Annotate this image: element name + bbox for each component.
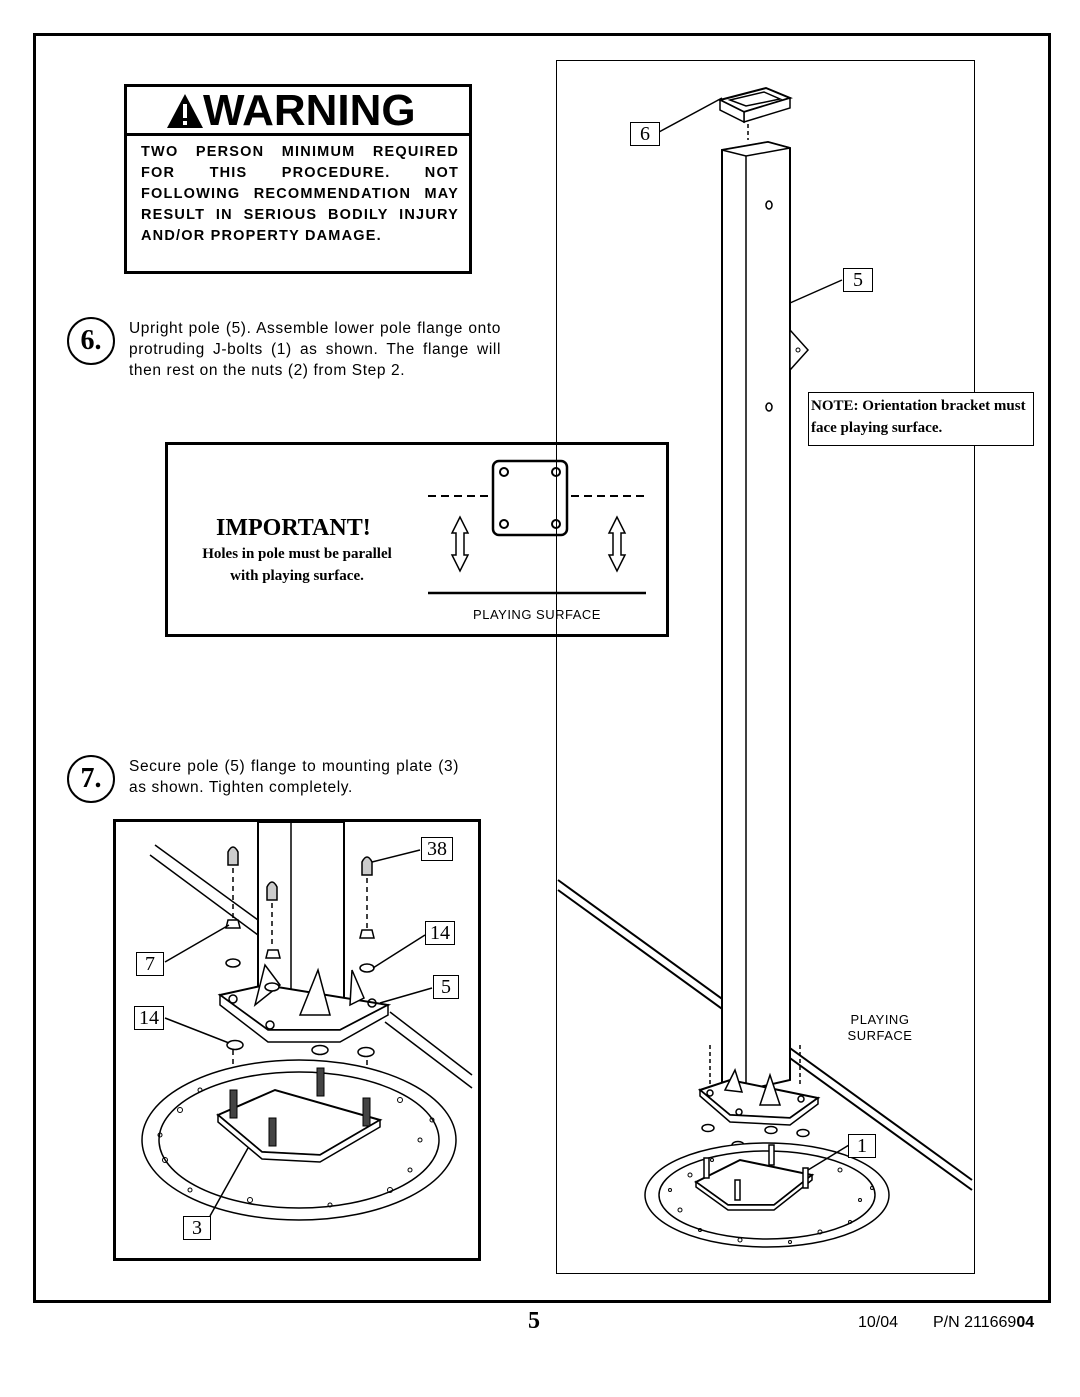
right-figure-box (556, 60, 975, 1274)
orientation-note: NOTE: Orientation bracket must face play… (808, 392, 1034, 446)
orientation-diagram (428, 459, 646, 595)
callout-5: 5 (843, 268, 873, 292)
important-box: IMPORTANT! Holes in pole must be paralle… (165, 442, 669, 637)
important-surface-label: PLAYING SURFACE (473, 607, 601, 622)
important-line-1: Holes in pole must be parallel (202, 546, 392, 562)
page-frame (33, 33, 1051, 1303)
callout-7: 7 (136, 952, 164, 976)
step-7-text: Secure pole (5) flange to mounting plate… (129, 758, 459, 796)
callout-6: 6 (630, 122, 660, 146)
page-number: 5 (528, 1308, 540, 1334)
part-number-prefix: P/N 211669 (933, 1314, 1017, 1331)
part-number-suffix: 04 (1016, 1314, 1035, 1331)
callout-14-upper: 14 (425, 921, 455, 945)
footer-date: 10/04 (858, 1314, 899, 1331)
important-title: IMPORTANT! (216, 515, 371, 541)
warning-triangle-icon (167, 94, 203, 128)
footer-part-number: P/N 21166904 (933, 1314, 1034, 1332)
warning-text: TWO PERSON MINIMUM REQUIRED FOR THIS PRO… (141, 144, 459, 244)
callout-3: 3 (183, 1216, 211, 1240)
warning-title: WARNING (203, 86, 416, 135)
left-double-arrow-icon (450, 515, 470, 573)
step-6-text: Upright pole (5). Assemble lower pole fl… (129, 320, 501, 379)
warning-box: WARNING TWO PERSON MINIMUM REQUIRED FOR … (124, 84, 472, 274)
callout-38: 38 (421, 837, 453, 861)
warning-header: WARNING (127, 87, 469, 136)
step-7-figure-box (113, 819, 481, 1261)
right-surface-label-1: PLAYING (850, 1012, 910, 1027)
right-surface-label-2: SURFACE (847, 1028, 913, 1043)
callout-1: 1 (848, 1134, 876, 1158)
callout-14-lower: 14 (134, 1006, 164, 1030)
right-double-arrow-icon (607, 515, 627, 573)
important-line-2: with playing surface. (230, 568, 364, 584)
callout-5-bottom: 5 (433, 975, 459, 999)
step-7-number: 7. (67, 755, 115, 803)
step-6-number: 6. (67, 317, 115, 365)
